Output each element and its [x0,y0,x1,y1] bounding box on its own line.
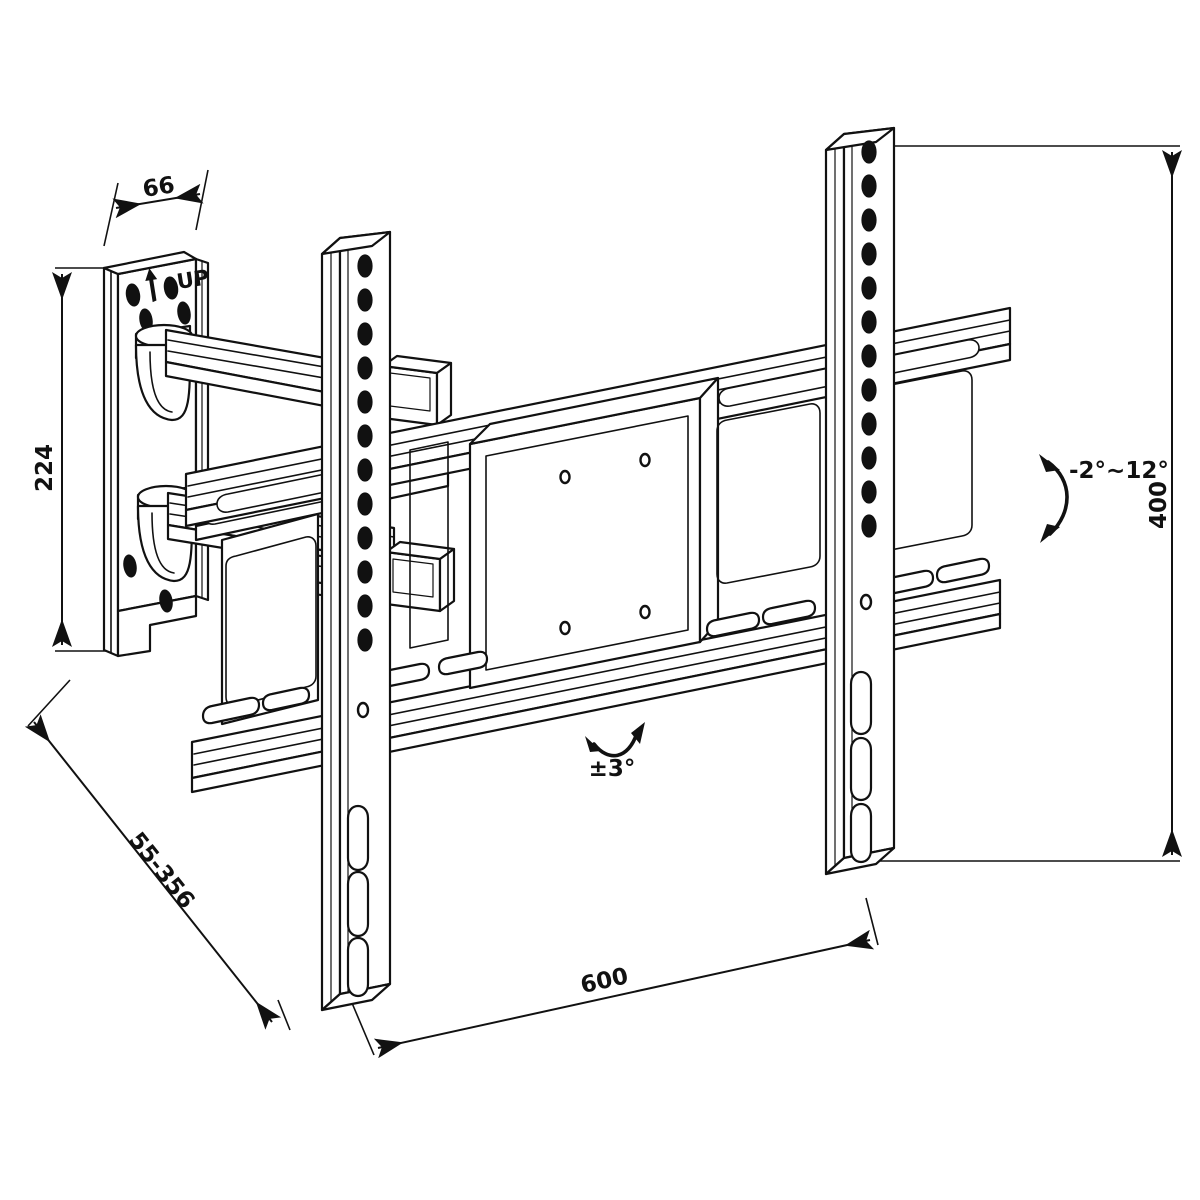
mount-hole [177,301,191,325]
annotation-swivel-angle: ±3° [585,722,645,782]
rail-round-hole [357,424,373,448]
curved-double-arrow-icon [1046,460,1069,536]
rail-slot [849,670,873,736]
wall-plate: UP [102,250,211,658]
orientation-up-marking: UP [145,265,211,303]
rail-slot [437,650,489,676]
vesa-screw-hole [639,604,651,620]
rail-slot [261,686,311,712]
rail-round-hole [357,594,373,618]
right-panel-cutout [716,403,821,584]
rail-round-hole [357,254,373,278]
rail-round-hole [357,322,373,346]
rail-round-hole [861,378,877,402]
rail-round-hole [861,174,877,198]
rail-round-hole [357,526,373,550]
rail-slot [935,557,991,584]
arm-joint-block-lower [384,540,456,613]
rail-slot-group [201,557,991,725]
right-vesa-rail [824,126,896,876]
rail-slot [761,599,817,626]
mount-hole [123,554,137,578]
mount-hole [163,276,179,300]
tilt-angle-label: -2°~12° [1069,458,1169,484]
up-label: UP [175,265,211,294]
rail-round-hole [861,208,877,232]
dimension-55-356-label: 55-356 [123,828,199,914]
rail-round-hole [357,628,373,652]
rail-slot [849,736,873,802]
dimension-224-label: 224 [32,444,58,492]
rail-round-hole [357,390,373,414]
vesa-screw-hole [559,620,571,636]
arm-joint-block-upper [381,354,453,427]
left-vesa-rail [320,230,392,1012]
rail-round-hole [861,276,877,300]
rail-small-hole [356,701,370,719]
annotation-tilt-angle: -2°~12° [1039,454,1169,543]
rail-round-hole [861,446,877,470]
rail-round-hole [861,412,877,436]
dimension-400: 400 [866,145,1182,862]
rail-slot [201,696,261,725]
mount-hole [159,589,173,613]
rail-round-hole [861,140,877,164]
rail-round-hole [357,458,373,482]
rail-round-hole [861,310,877,334]
rail-round-hole [861,242,877,266]
swivel-angle-label: ±3° [589,756,636,782]
rail-slot [346,936,370,998]
curved-arrow-icon [592,731,639,758]
rail-round-hole [357,492,373,516]
rail-round-hole [357,356,373,380]
tv-back-panel [468,376,720,690]
rail-slot [346,804,370,872]
rail-slot [346,870,370,938]
rail-round-hole [861,344,877,368]
dimension-66-label: 66 [141,172,177,203]
mount-hole [125,283,141,307]
mid-panel-left [409,441,449,649]
vesa-screw-hole [559,469,571,485]
dimension-224: 224 [32,267,185,652]
dimension-600: 600 [351,897,879,1059]
rail-round-hole [861,514,877,538]
rail-slot [849,802,873,864]
dimension-400-label: 400 [1146,481,1172,529]
inner-bracket-plate [220,512,320,726]
vesa-screw-hole [639,452,651,468]
rail-round-hole [357,288,373,312]
rail-slot [705,611,761,638]
dimension-66: 66 [103,169,209,247]
rail-round-hole [357,560,373,584]
rail-round-hole [861,480,877,504]
rail-small-hole [859,593,873,611]
